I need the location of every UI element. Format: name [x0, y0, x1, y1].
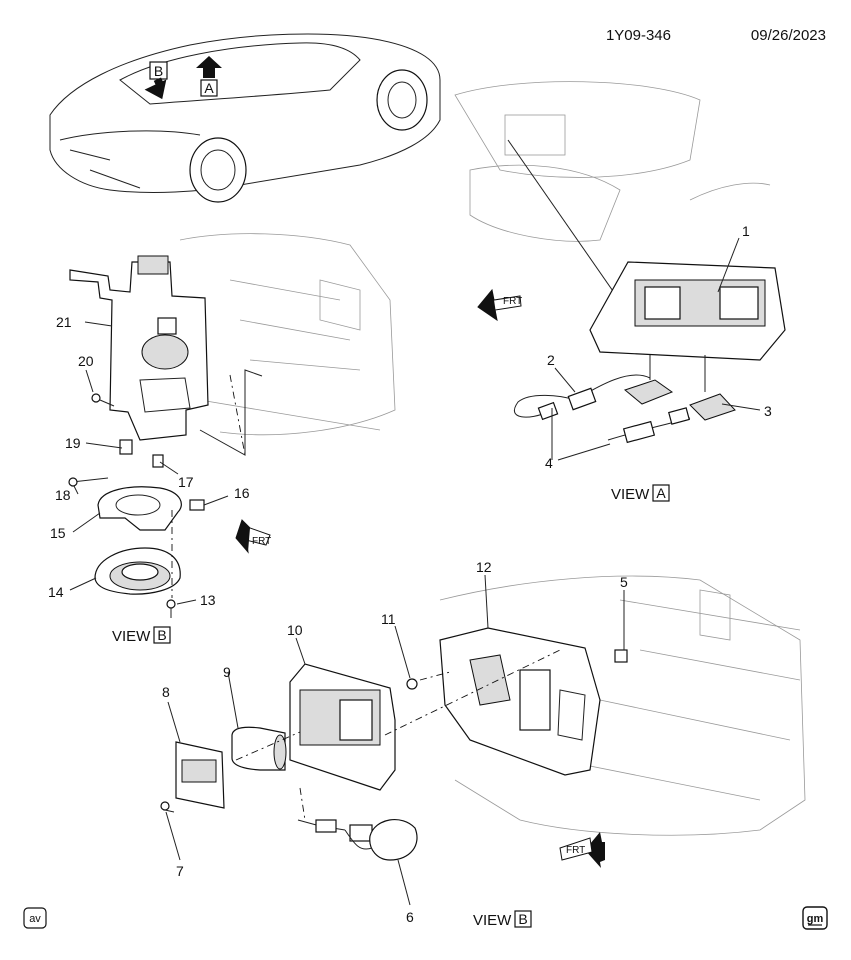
callout-8: 8: [162, 684, 170, 700]
view-b-left-word: VIEW: [112, 628, 151, 645]
callout-9: 9: [223, 664, 231, 680]
drawing-date: 09/26/2023: [751, 27, 826, 44]
view-a-word: VIEW: [611, 486, 650, 503]
arrow-b-letter: B: [154, 63, 163, 79]
callout-15: 15: [50, 525, 66, 541]
arrow-a-letter: A: [204, 80, 214, 96]
callout-2: 2: [547, 352, 555, 368]
callout-13: 13: [200, 592, 216, 608]
view-a-arrow: A: [196, 56, 222, 97]
arrow-down-icon: [144, 77, 167, 100]
frt-arrow-icon: FRT: [235, 519, 271, 554]
view-b-bottom-drawing: [160, 575, 806, 861]
vehicle-illustration: [49, 33, 441, 203]
frt-arrow-icon: FRT: [477, 288, 522, 322]
view-b-bottom-label: VIEW B: [473, 910, 532, 929]
frt-arrow-icon: FRT: [559, 832, 605, 868]
frt-label: FRT: [252, 536, 271, 547]
callout-1: 1: [742, 223, 750, 239]
view-b-arrow: B: [144, 61, 168, 100]
callout-16: 16: [234, 485, 250, 501]
view-a-label: VIEW A: [611, 484, 670, 503]
view-b-bottom-word: VIEW: [473, 912, 512, 929]
callout-21: 21: [56, 314, 72, 330]
callout-6: 6: [406, 909, 414, 925]
callout-5: 5: [620, 574, 628, 590]
view-b-left-label: VIEW B: [112, 626, 171, 645]
callout-7: 7: [176, 863, 184, 879]
view-b-bottom-letter: B: [518, 911, 527, 927]
callout-17: 17: [178, 474, 194, 490]
av-badge-icon: av: [23, 907, 47, 929]
view-a-letter: A: [656, 485, 666, 501]
callout-labels: 1 2 3 4 5 6 7 8 9 10 11 12 13 14 15 16 1…: [48, 223, 772, 925]
gm-logo-text: gm: [807, 913, 824, 925]
view-b-left-drawing: [68, 233, 396, 618]
callout-10: 10: [287, 622, 303, 638]
callout-11: 11: [381, 611, 396, 627]
view-b-left-letter: B: [157, 627, 166, 643]
callout-18: 18: [55, 487, 71, 503]
view-a-drawing: [454, 81, 786, 444]
callout-3: 3: [764, 403, 772, 419]
callout-19: 19: [65, 435, 81, 451]
callout-12: 12: [476, 559, 492, 575]
leader-lines: [69, 237, 761, 906]
callout-14: 14: [48, 584, 64, 600]
arrow-up-icon: [196, 56, 222, 78]
drawing-id: 1Y09-346: [606, 27, 671, 44]
frt-label: FRT: [566, 845, 585, 856]
gm-logo-icon: gm: [802, 906, 828, 930]
frt-label: FRT: [503, 296, 522, 307]
av-badge-text: av: [29, 913, 41, 925]
callout-20: 20: [78, 353, 94, 369]
callout-4: 4: [545, 455, 553, 471]
